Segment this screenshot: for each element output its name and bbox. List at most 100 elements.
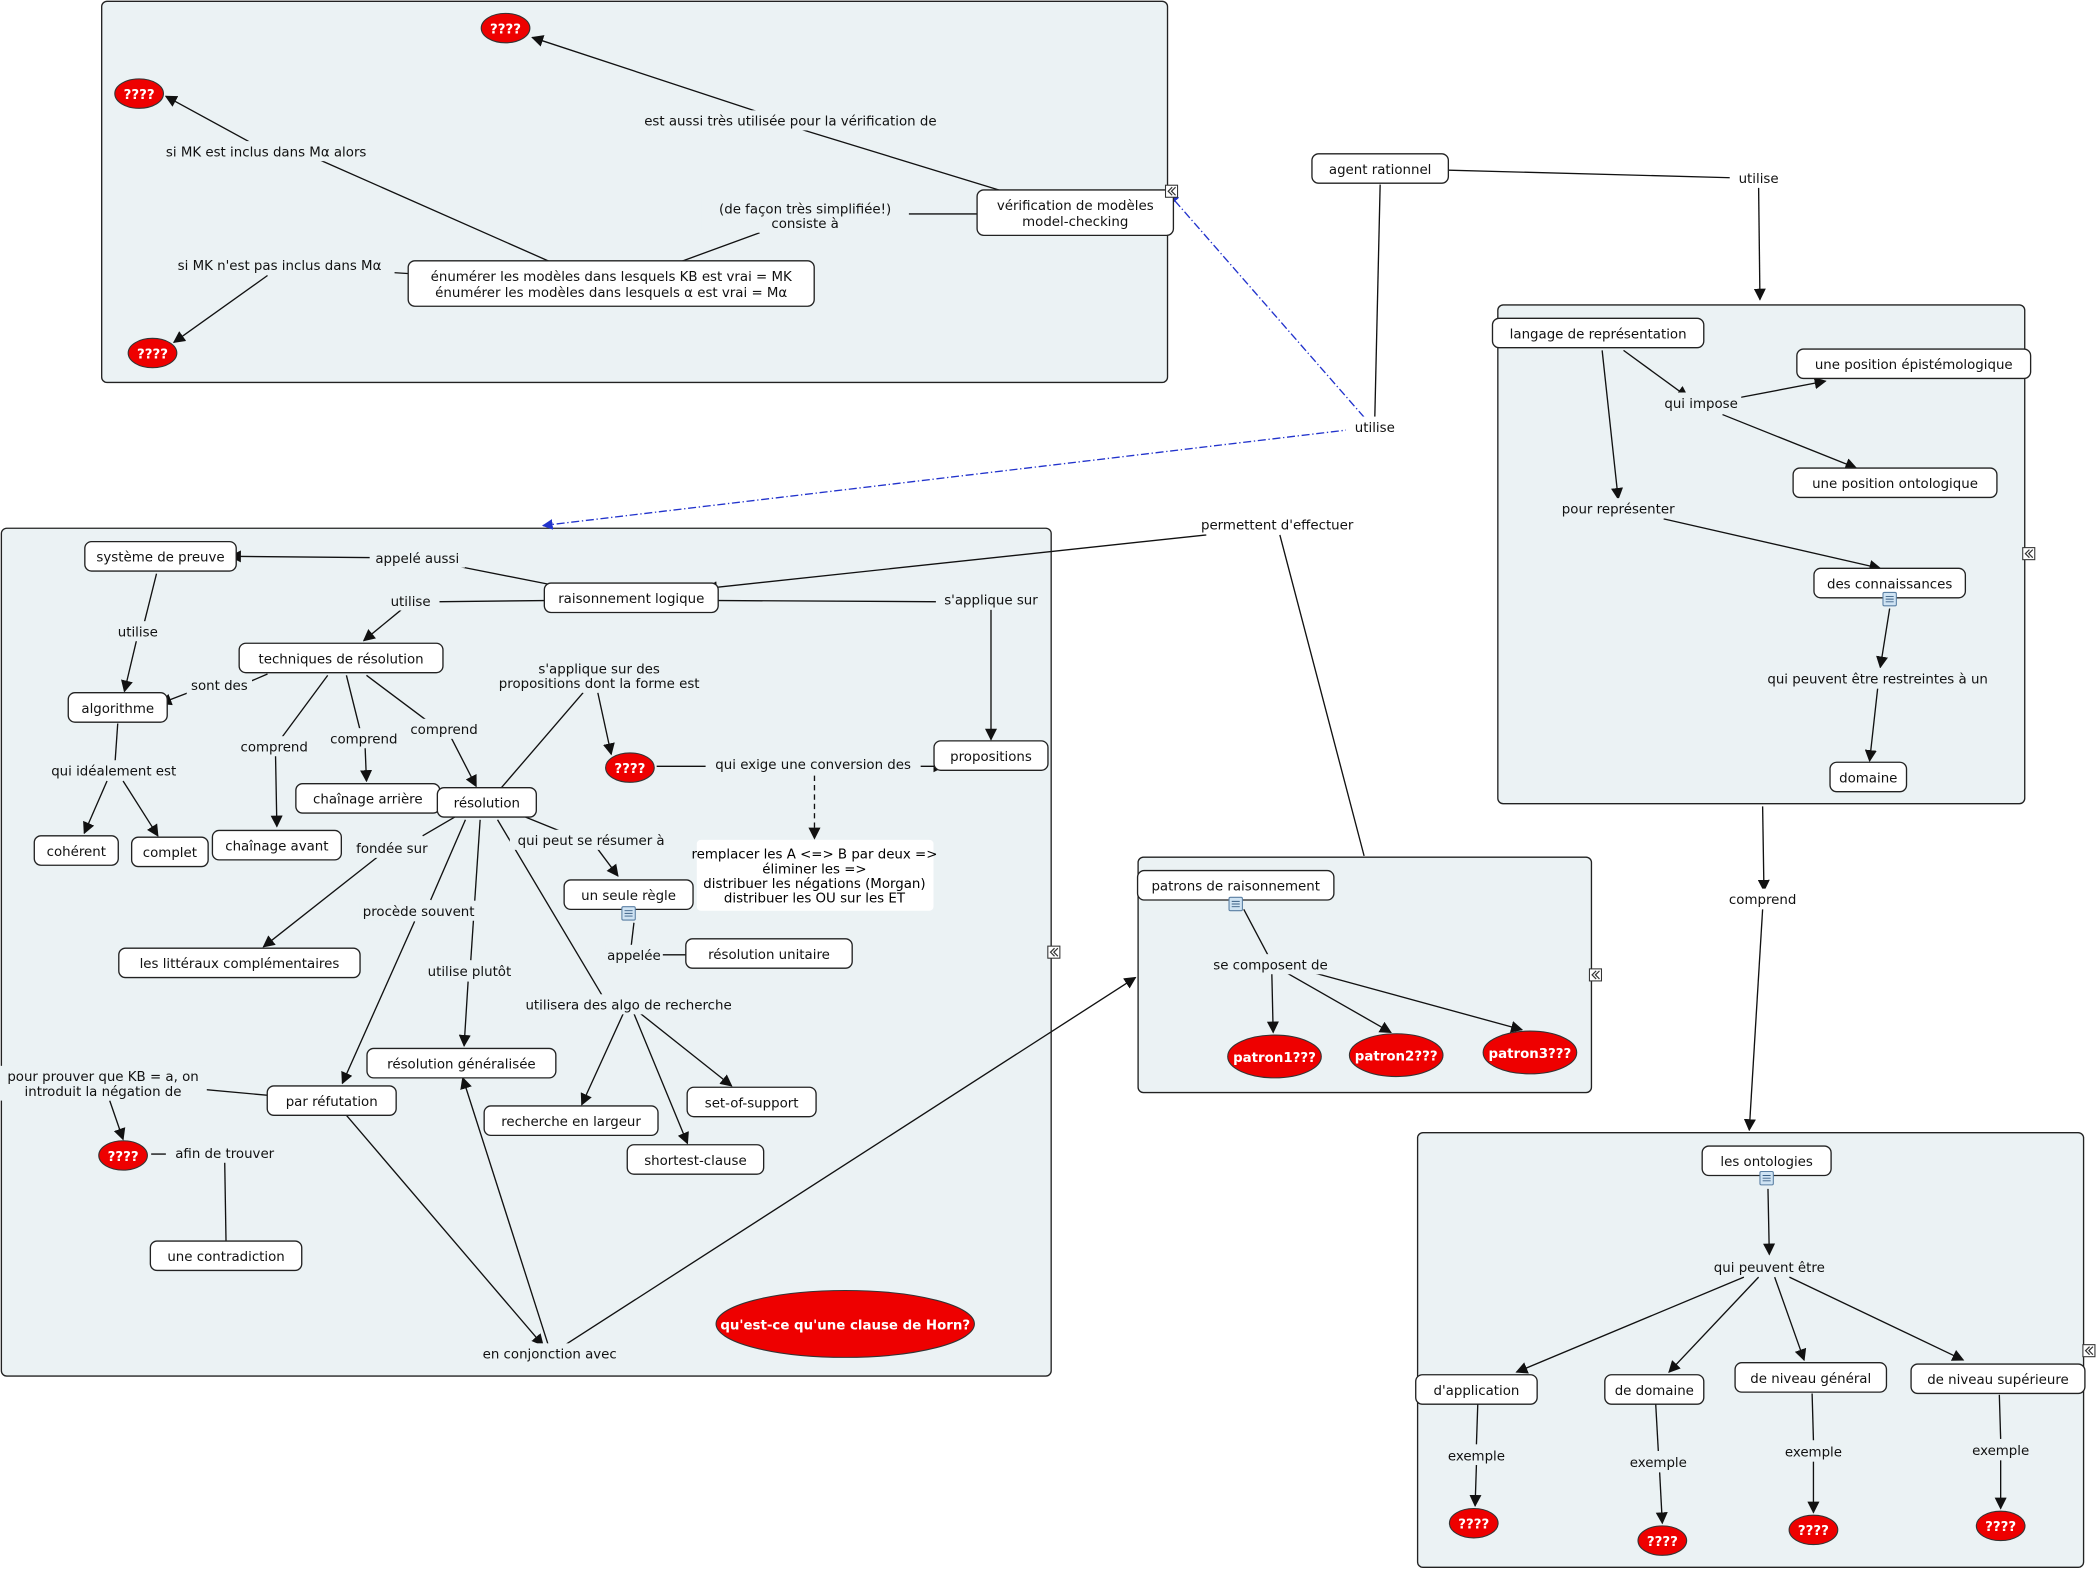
link-label-fondee-sur: fondée sur [351, 837, 433, 858]
node-q-onto4[interactable]: ???? [1975, 1510, 2026, 1542]
link-label-permettent: permettent d'effectuer [1192, 514, 1363, 535]
resource-attachment-icon-connaissances[interactable] [1882, 591, 1897, 607]
node-complet-label: complet [143, 846, 197, 861]
collapse-toggle-icon-ontologies[interactable] [2082, 1344, 2096, 1358]
link-label-text: qui idéalement est [51, 764, 176, 780]
link-label-text: qui peuvent être restreintes à un [1767, 671, 1988, 687]
node-algorithme[interactable]: algorithme [67, 692, 168, 723]
node-resolution-unitaire[interactable]: résolution unitaire [685, 938, 853, 969]
node-q-refut[interactable]: ???? [98, 1140, 148, 1171]
collapse-toggle-icon-model-checking[interactable] [1164, 184, 1179, 198]
node-techniques-resolution[interactable]: techniques de résolution [238, 642, 444, 674]
link-label-text: qui impose [1664, 397, 1737, 412]
node-pos-episte[interactable]: une position épistémologique [1796, 348, 2032, 380]
node-shortest-clause-label: shortest-clause [644, 1154, 746, 1169]
collapse-toggle-icon-raisonnement-logique[interactable] [1047, 945, 1061, 959]
node-propositions[interactable]: propositions [933, 740, 1049, 771]
node-chainage-avant[interactable]: chaînage avant [211, 829, 343, 861]
resource-attachment-icon-ontologies[interactable] [1759, 1170, 1774, 1186]
node-patron3[interactable]: patron3??? [1482, 1030, 1578, 1075]
link-label-text: exemple [1785, 1445, 1842, 1460]
node-q-top1-label: ???? [490, 22, 521, 37]
link-label-text: si MK est inclus dans Mα alors [166, 145, 367, 160]
link-label-text: utilisera des algo de recherche [525, 999, 731, 1014]
link-label-text: pour représenter [1562, 502, 1675, 518]
node-raisonnement-logique[interactable]: raisonnement logique [543, 582, 719, 614]
link-label-text: pour prouver que KB = a, on [7, 1070, 198, 1085]
node-q-onto1-label: ???? [1458, 1518, 1489, 1533]
node-complet[interactable]: complet [130, 836, 209, 868]
node-niveau-superieure[interactable]: de niveau supérieure [1910, 1363, 2086, 1395]
node-chainage-arriere-label: chaînage arrière [313, 792, 423, 808]
node-litteraux[interactable]: les littéraux complémentaires [118, 947, 361, 979]
node-q-onto2-label: ???? [1647, 1535, 1678, 1550]
node-recherche-largeur-label: recherche en largeur [501, 1115, 641, 1130]
link-label-exemple1: exemple [1447, 1444, 1506, 1466]
node-pos-onto[interactable]: une position ontologique [1792, 467, 1998, 499]
collapse-toggle-icon-langage[interactable] [2022, 547, 2036, 561]
node-q-mid[interactable]: ???? [605, 752, 655, 783]
collapse-controls [1047, 184, 2096, 1358]
node-agent-rationnel[interactable]: agent rationnel [1311, 153, 1450, 184]
node-domaine[interactable]: domaine [1829, 761, 1908, 793]
node-par-refutation[interactable]: par réfutation [266, 1085, 397, 1116]
node-set-of-support[interactable]: set-of-support [686, 1086, 817, 1118]
node-enumerer-label: énumérer les modèles dans lesquels α est… [435, 285, 787, 301]
resource-attachment-icon-une-seule-regle[interactable] [621, 906, 636, 921]
node-patron2[interactable]: patron2??? [1348, 1033, 1444, 1078]
node-q-onto3[interactable]: ???? [1788, 1514, 1839, 1546]
link-label-text: exemple [1630, 1456, 1687, 1471]
node-patron1[interactable]: patron1??? [1227, 1034, 1322, 1079]
link-label-text: propositions dont la forme est [499, 677, 700, 692]
collapse-toggle-icon-patrons[interactable] [1588, 968, 1603, 982]
node-patrons[interactable]: patrons de raisonnement [1136, 869, 1335, 901]
node-shortest-clause[interactable]: shortest-clause [626, 1144, 765, 1175]
link-label-afin-de: afin de trouver [165, 1142, 284, 1163]
node-q-top1[interactable]: ???? [480, 12, 531, 44]
node-ontologies[interactable]: les ontologies [1701, 1145, 1832, 1177]
node-resolution[interactable]: résolution [436, 787, 537, 818]
link-label-utilise-agent-down: utilise [1345, 416, 1404, 437]
node-systeme-preuve[interactable]: système de preuve [84, 540, 237, 572]
node-d-application-label: d'application [1434, 1384, 1520, 1399]
note-line-3: distribuer les négations (Morgan) [703, 876, 925, 892]
link-label-exemple3: exemple [1784, 1440, 1843, 1462]
link-label-text: si MK n'est pas inclus dans Mα [178, 259, 382, 274]
node-q-top3[interactable]: ???? [127, 337, 178, 369]
node-resolution-unitaire-label: résolution unitaire [708, 947, 830, 963]
node-niveau-general[interactable]: de niveau général [1734, 1362, 1888, 1393]
link-label-comprend2: comprend [330, 728, 397, 749]
node-horn[interactable]: qu'est-ce qu'une clause de Horn? [715, 1289, 975, 1358]
node-horn-label: qu'est-ce qu'une clause de Horn? [720, 1318, 970, 1333]
node-q-onto2[interactable]: ???? [1637, 1525, 1688, 1556]
node-chainage-arriere[interactable]: chaînage arrière [295, 782, 441, 814]
node-resolution-generalisee[interactable]: résolution généralisée [366, 1047, 557, 1079]
node-une-contradiction[interactable]: une contradiction [149, 1240, 303, 1272]
node-q-onto1[interactable]: ???? [1448, 1507, 1499, 1539]
note-conversion: remplacer les A <=> B par deux => élimin… [691, 839, 937, 911]
node-propositions-label: propositions [950, 750, 1032, 765]
node-niveau-superieure-label: de niveau supérieure [1927, 1372, 2069, 1388]
node-langage-label: langage de représentation [1510, 326, 1687, 342]
link-label-utilise-preuve: utilise [108, 621, 167, 642]
node-q-top2[interactable]: ???? [114, 78, 165, 109]
link-label-pour-representer: pour représenter [1555, 498, 1681, 519]
panel-langage [1497, 304, 2026, 805]
node-coherent[interactable]: cohérent [33, 835, 119, 866]
node-patrons-label: patrons de raisonnement [1151, 880, 1320, 895]
panel-ontologies [1416, 1132, 2085, 1568]
node-domaine-label: domaine [1839, 771, 1897, 786]
node-litteraux-label: les littéraux complémentaires [140, 956, 340, 972]
node-verification-label: model-checking [1022, 215, 1128, 230]
node-une-seule-regle[interactable]: un seule règle [563, 879, 694, 911]
resource-attachment-icon-patrons[interactable] [1228, 896, 1243, 912]
node-recherche-largeur[interactable]: recherche en largeur [483, 1105, 659, 1137]
node-langage[interactable]: langage de représentation [1491, 317, 1705, 349]
node-q-mid-label: ???? [614, 762, 645, 777]
node-enumerer[interactable]: énumérer les modèles dans lesquels KB es… [407, 260, 815, 307]
node-d-application[interactable]: d'application [1415, 1374, 1538, 1405]
link-label-text: consiste à [771, 216, 839, 232]
node-de-domaine[interactable]: de domaine [1604, 1374, 1705, 1405]
